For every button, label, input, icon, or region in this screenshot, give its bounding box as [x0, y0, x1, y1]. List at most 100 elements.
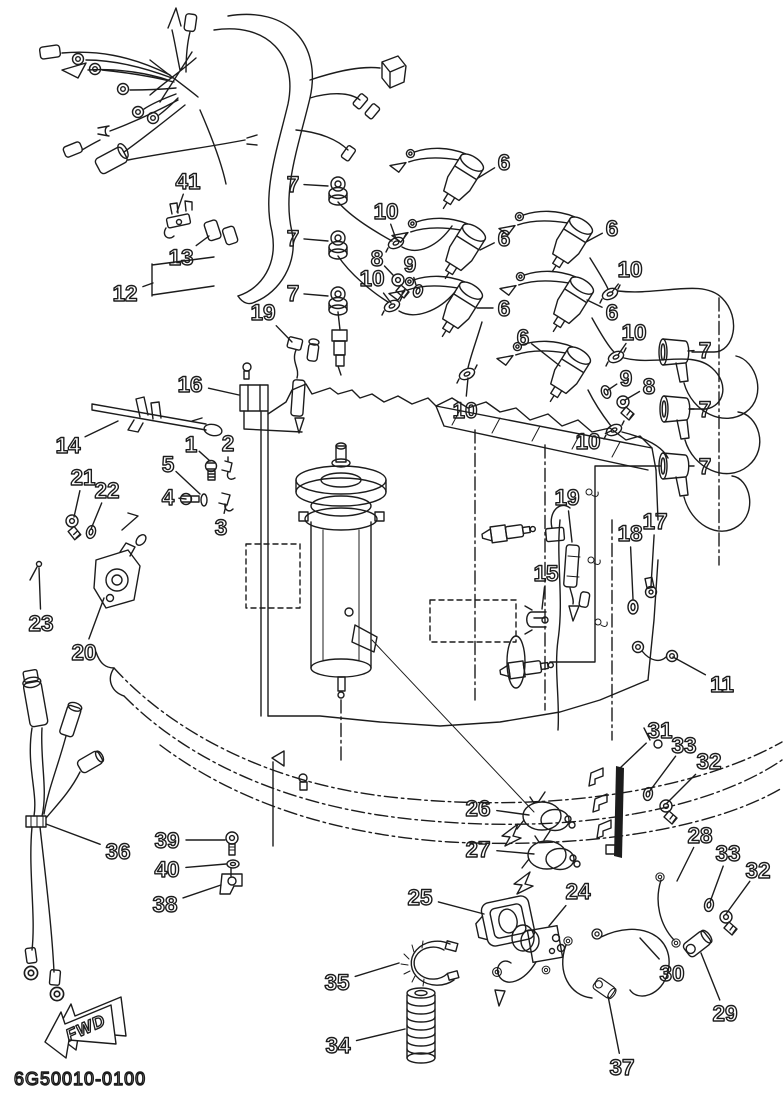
callout-number-6: 6 [498, 296, 511, 321]
callout-leader-3 [223, 504, 227, 514]
callout-leader-1 [198, 450, 211, 462]
callout-number-16: 16 [177, 372, 202, 397]
callout-number-35: 35 [324, 970, 349, 995]
callout-number-6: 6 [498, 226, 511, 251]
spark-plug-cap-elbow [658, 452, 690, 497]
callout-number-6: 6 [606, 300, 619, 325]
spark-plug-caps-left [328, 176, 456, 376]
callout-leader-10 [465, 377, 469, 397]
ring-terminal [71, 52, 85, 66]
callout-number-3: 3 [215, 515, 228, 540]
ignition-coil [492, 313, 594, 409]
ring-terminal [131, 105, 145, 119]
callout-number-15: 15 [533, 561, 558, 586]
callout-leader-36 [45, 823, 101, 845]
ring-terminal [563, 936, 573, 946]
fuse-lead-19-right [544, 504, 591, 622]
callout-leader-14 [84, 420, 119, 438]
callout-number-1: 1 [185, 432, 198, 457]
callout-leader-25 [437, 901, 485, 915]
callout-number-34: 34 [325, 1033, 351, 1058]
callout-number-10: 10 [452, 398, 477, 423]
ignition-coil [385, 120, 487, 216]
callout-leader-27 [496, 850, 535, 855]
callout-number-27: 27 [465, 837, 490, 862]
callout-number-6: 6 [606, 216, 619, 241]
rectifier-16 [239, 362, 303, 433]
callout-leader-10 [382, 292, 392, 304]
callout-leader-35 [354, 962, 400, 978]
callout-number-7: 7 [699, 338, 712, 363]
grommet [385, 233, 407, 253]
callout-number-7: 7 [287, 172, 300, 197]
callout-leader-19 [567, 510, 573, 543]
callout-number-2: 2 [222, 431, 235, 456]
callout-number-31: 31 [647, 718, 672, 743]
callout-number-6: 6 [517, 325, 530, 350]
callout-number-24: 24 [565, 879, 591, 904]
callout-leader-24 [548, 904, 567, 927]
callout-leader-29 [700, 952, 721, 1001]
callout-leader-30 [639, 937, 660, 960]
clip-15 [524, 605, 549, 635]
callout-number-37: 37 [609, 1055, 634, 1080]
callout-number-5: 5 [162, 452, 175, 477]
callout-leader-28 [676, 846, 695, 882]
callout-leader-40 [185, 863, 227, 869]
callout-leader-6 [531, 343, 561, 367]
screw [659, 799, 678, 825]
callout-leader-10 [604, 430, 612, 435]
callout-leader-17 [650, 534, 655, 587]
callout-number-17: 17 [642, 509, 667, 534]
screw [391, 273, 410, 299]
mount-38-39-40 [219, 831, 243, 895]
callout-number-25: 25 [407, 885, 432, 910]
callout-number-12: 12 [112, 281, 137, 306]
ring-terminal [116, 82, 130, 96]
callout-number-28: 28 [687, 823, 712, 848]
spark-plug [480, 520, 538, 545]
fasteners-1-5 [179, 459, 236, 512]
callout-number-10: 10 [621, 320, 646, 345]
callout-leader-13 [195, 235, 210, 247]
callout-leader-21 [73, 490, 81, 518]
callout-number-7: 7 [287, 226, 300, 251]
engine-block [245, 383, 659, 741]
callout-leader-10 [617, 342, 627, 356]
callout-leader-7 [303, 183, 329, 187]
clamp-35 [400, 940, 460, 987]
callout-leader-38 [182, 884, 222, 899]
callout-leader-15 [541, 586, 546, 610]
clip [588, 767, 604, 787]
relay-group [501, 766, 738, 948]
callout-number-41: 41 [175, 169, 200, 194]
grommet [605, 347, 627, 367]
clamp-41 [163, 200, 193, 239]
relay [521, 830, 581, 871]
callout-leader-37 [607, 995, 620, 1055]
washer [410, 282, 426, 300]
callout-number-14: 14 [55, 433, 81, 458]
bullet-connector [221, 225, 239, 246]
callout-number-33: 33 [671, 733, 696, 758]
rubber-boot [681, 927, 715, 960]
spark-plug-cap-elbow [658, 338, 690, 383]
ignition-coils-left [381, 120, 489, 384]
callout-number-26: 26 [465, 796, 490, 821]
callout-number-9: 9 [404, 252, 417, 277]
leads-bottom-right [562, 927, 715, 1001]
callout-leader-5 [175, 470, 201, 495]
diagram-code: 6G50010-0100 [14, 1069, 146, 1089]
ground-lead-11 [631, 640, 679, 663]
callout-leader-11 [672, 656, 707, 676]
shift-rod-14 [91, 396, 223, 437]
battery-cables-36 [22, 668, 105, 1002]
callout-number-38: 38 [152, 892, 177, 917]
spring-34 [406, 987, 436, 1064]
callout-number-7: 7 [287, 281, 300, 306]
clip [596, 819, 612, 839]
callout-number-9: 9 [620, 366, 633, 391]
callout-number-13: 13 [168, 245, 193, 270]
callout-number-29: 29 [712, 1001, 737, 1026]
